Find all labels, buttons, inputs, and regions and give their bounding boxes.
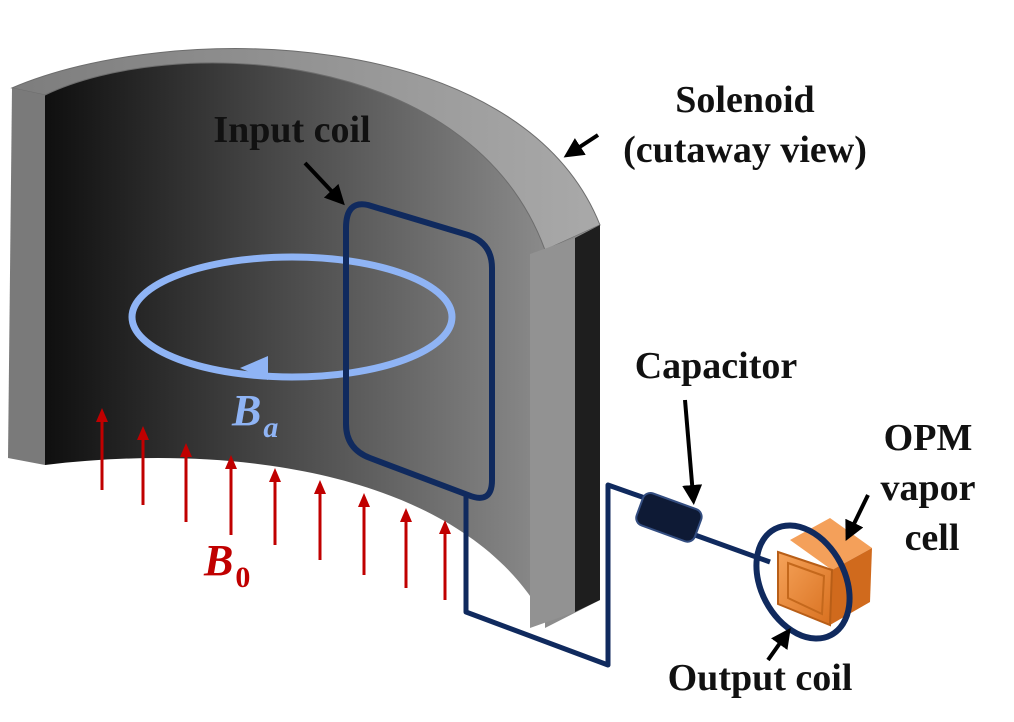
capacitor-label: Capacitor	[635, 345, 798, 387]
field-arrow	[225, 455, 237, 535]
field-arrow	[439, 520, 451, 600]
field-arrow	[400, 508, 412, 588]
flux-loop-arrowhead	[240, 356, 268, 380]
output-coil	[753, 522, 853, 642]
field-arrow	[269, 468, 281, 545]
opm-label-line2: vapor	[881, 467, 976, 509]
solenoid	[8, 48, 601, 628]
pointer-arrows	[303, 133, 870, 662]
input-coil-pointer	[303, 161, 345, 206]
solenoid-left-end	[8, 88, 45, 465]
field-arrow	[137, 426, 149, 505]
opm-label-line1: OPM	[884, 417, 973, 459]
field-arrow	[358, 493, 370, 575]
capacitor-pointer	[682, 399, 703, 505]
vapor-cell-front	[777, 550, 834, 627]
bias-field-symbol: B0	[203, 536, 250, 594]
input-coil-label: Input coil	[213, 109, 370, 151]
solenoid-label-line2: (cutaway view)	[623, 129, 867, 171]
output-coil-label: Output coil	[668, 657, 853, 699]
bias-field-subscript: 0	[235, 561, 250, 594]
solenoid-right-end-face	[530, 238, 575, 628]
bias-field-arrows	[96, 408, 451, 600]
applied-field-base: B	[231, 386, 261, 435]
field-arrow	[180, 443, 192, 522]
solenoid-pointer	[563, 133, 600, 158]
applied-field-symbol: Ba	[231, 386, 278, 444]
field-arrow	[96, 408, 108, 490]
opm-label-line3: cell	[905, 517, 960, 559]
solenoid-inner-wall	[45, 62, 545, 621]
output-coil-pointer	[766, 627, 791, 662]
bias-field-base: B	[203, 536, 233, 585]
capacitor	[635, 492, 703, 543]
applied-field-subscript: a	[263, 411, 278, 444]
solenoid-right-end-shade	[575, 225, 600, 612]
vapor-cell-window	[787, 561, 826, 616]
opm-vapor-cell	[777, 518, 872, 627]
solenoid-label-line1: Solenoid	[675, 79, 814, 121]
flux-loop-ellipse	[128, 253, 456, 381]
applied-field-loop	[128, 253, 456, 381]
field-arrow	[314, 480, 326, 560]
opm-cell-pointer	[845, 494, 870, 541]
capacitor-body	[635, 492, 703, 543]
